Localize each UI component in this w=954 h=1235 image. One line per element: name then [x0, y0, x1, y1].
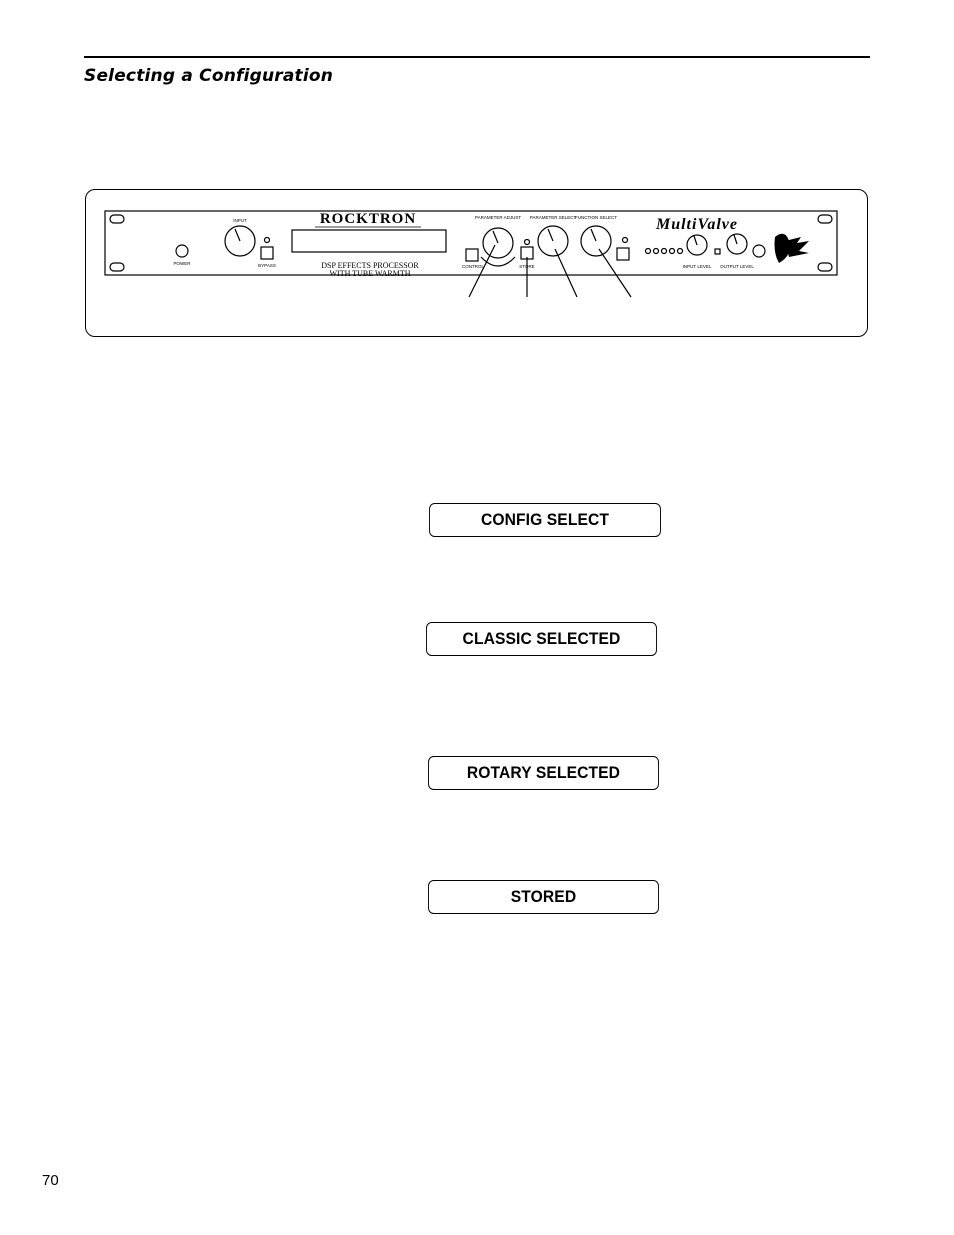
callout-line-3 [554, 248, 578, 298]
parameter-select-knob-icon [537, 225, 569, 257]
parameter-select-label: PARAMETER SELECT [530, 215, 577, 220]
input-led-icon [263, 236, 271, 244]
top-rule [84, 56, 870, 58]
function-select-label: FUNCTION SELECT [575, 215, 617, 220]
brand-logo: ROCKTRON [320, 211, 416, 227]
lcd-window [291, 229, 447, 253]
rack-slot-top-left-icon [109, 214, 125, 224]
rack-slot-top-right-icon [817, 214, 833, 224]
lcd-display-classic-selected: CLASSIC SELECTED [426, 622, 657, 656]
lcd-text: STORED [510, 887, 577, 906]
store-led-icon [523, 238, 531, 246]
lcd-display-rotary-selected: ROTARY SELECTED [428, 756, 659, 790]
page-number: 70 [42, 1172, 59, 1189]
rack-slot-bottom-right-icon [817, 262, 833, 272]
faceplate [104, 210, 838, 276]
input-knob-icon [224, 225, 256, 257]
section-title: Selecting a Configuration [84, 66, 334, 86]
parameter-adjust-label: PARAMETER ADJUST [475, 215, 521, 220]
input-label: INPUT [233, 218, 247, 223]
power-switch-icon [175, 244, 189, 258]
model-logo: MultiValve [655, 216, 738, 233]
lcd-text: ROTARY SELECTED [466, 763, 621, 782]
description-line-2: WITH TUBE WARMTH [329, 269, 410, 278]
parameter-adjust-knob-icon [482, 227, 514, 259]
control-button-icon [465, 248, 479, 262]
headphone-jack-icon [752, 244, 766, 258]
input-level-label: INPUT LEVEL [683, 264, 712, 269]
bypass-label: BYPASS [258, 263, 276, 268]
function-button-icon [616, 247, 630, 261]
output-level-label: OUTPUT LEVEL [720, 264, 754, 269]
lcd-text: CONFIG SELECT [480, 510, 610, 529]
power-label: POWER [173, 261, 191, 266]
function-select-knob-icon [580, 225, 612, 257]
control-label: CONTROL [462, 264, 484, 269]
function-led-icon [621, 236, 629, 244]
input-level-knob-icon [686, 234, 708, 256]
description-line-1: DSP EFFECTS PROCESSOR [321, 261, 419, 270]
store-label: STORE [519, 264, 534, 269]
rack-slot-bottom-left-icon [109, 262, 125, 272]
device-front-panel: ROCKTRON DSP EFFECTS PROCESSOR WITH TUBE… [104, 210, 838, 298]
device-panel-frame [85, 189, 868, 337]
lcd-display-config-select: CONFIG SELECT [429, 503, 661, 537]
callout-line-4 [598, 248, 632, 298]
lcd-text: CLASSIC SELECTED [462, 629, 621, 648]
callout-line-1 [468, 244, 496, 298]
output-level-knob-icon [726, 233, 748, 255]
bypass-button-icon [260, 246, 274, 260]
lcd-display-stored: STORED [428, 880, 659, 914]
